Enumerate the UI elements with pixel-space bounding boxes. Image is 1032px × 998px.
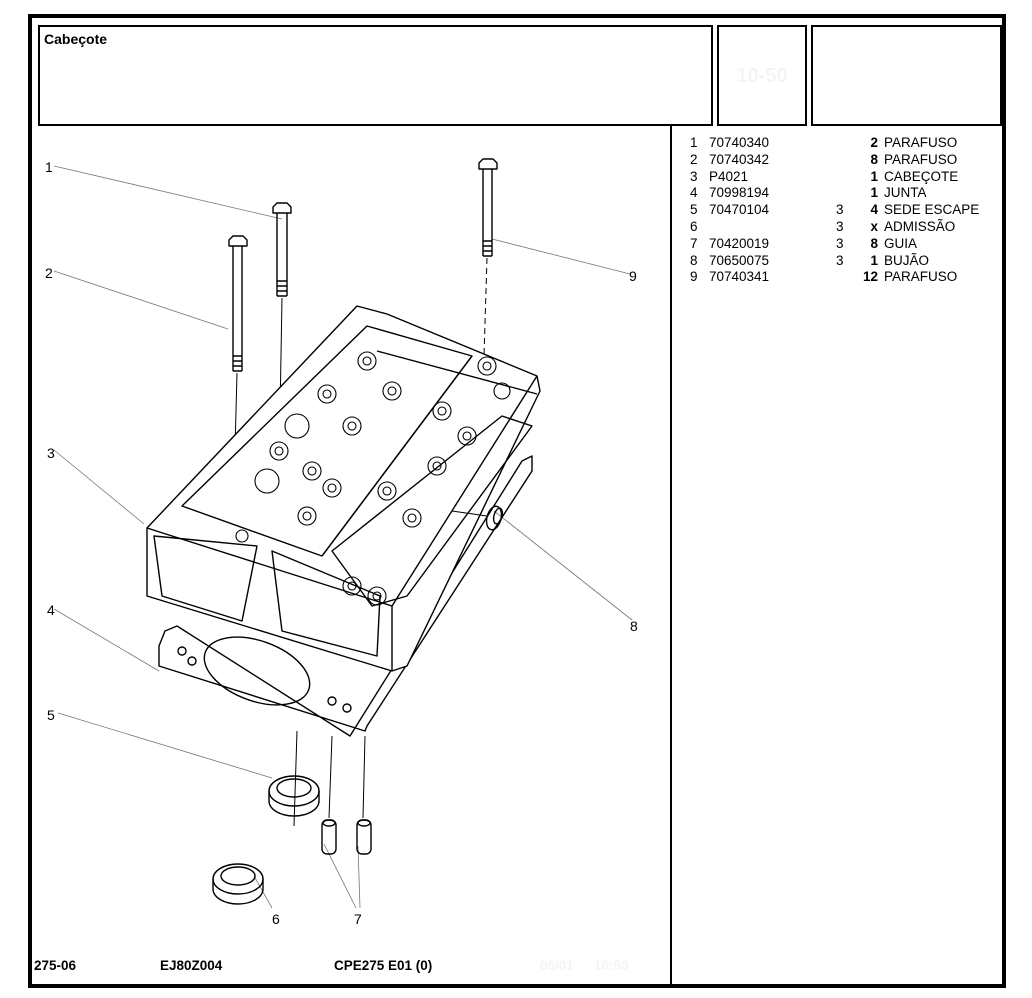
parts-row: 3 P4021 1 CABEÇOTE	[690, 168, 959, 184]
callout-2: 2	[45, 265, 53, 281]
parts-row: 5 70470104 3 4 SEDE ESCAPE	[690, 202, 980, 218]
parts-row: 1 70740340 2 PARAFUSO	[690, 135, 958, 150]
part-code: 70998194	[709, 185, 770, 201]
callout-5: 5	[47, 707, 55, 723]
parts-row: 8 70650075 3 1 BUJÃO	[690, 252, 930, 268]
leader-line-8	[493, 510, 633, 621]
cylinder-head-icon	[146, 305, 541, 672]
head-gasket-icon	[158, 455, 533, 737]
bolt-9-icon	[478, 158, 498, 357]
footer-time: 10:50	[594, 958, 629, 973]
callout-7: 7	[354, 911, 362, 927]
leader-line-7b	[357, 845, 361, 909]
valve-guide-7-icon	[321, 735, 372, 855]
cylinder-head-detail	[235, 351, 511, 606]
part-code: 70470104	[709, 202, 770, 218]
parts-row: 6 3 x ADMISSÃO	[690, 218, 956, 234]
leader-line-2	[53, 270, 229, 330]
page-frame: Cabeçote 10-50	[28, 14, 1006, 988]
leader-line-3	[53, 449, 145, 525]
footer-date: 05/01	[540, 958, 574, 973]
callout-4: 4	[47, 602, 55, 618]
footer-page-ref: 275-06	[34, 958, 77, 973]
leader-line-4	[53, 608, 160, 672]
footer-drawing-code: EJ80Z004	[160, 958, 223, 973]
part-code: 70420019	[709, 235, 770, 251]
part-code: 70650075	[709, 252, 770, 268]
callout-9: 9	[629, 268, 637, 284]
header-title-box: Cabeçote	[38, 25, 713, 126]
callout-3: 3	[47, 445, 55, 461]
parts-row: 2 70740342 8 PARAFUSO	[690, 151, 958, 167]
parts-row: 9 70740341 12 PARAFUSO	[690, 269, 958, 285]
header-middle-text: 10-50	[736, 65, 788, 87]
callout-1: 1	[45, 159, 53, 175]
exploded-diagram: 1 2 3 4 5 6 7 8 9	[45, 158, 638, 927]
leader-line-1	[53, 165, 283, 220]
footer-catalog: CPE275 E01 (0)	[334, 958, 433, 973]
column-divider	[670, 126, 672, 984]
leader-line-9	[491, 238, 631, 275]
leader-line-5	[57, 712, 273, 779]
parts-row: 4 70998194 1 JUNTA	[690, 185, 927, 201]
header-middle-box: 10-50	[717, 25, 807, 126]
plug-8-icon	[451, 505, 504, 531]
part-code: 70740340	[709, 135, 770, 150]
part-code: 70740342	[709, 151, 770, 167]
valve-seat-6-icon	[212, 863, 264, 905]
callout-6: 6	[272, 911, 280, 927]
page-title: Cabeçote	[44, 31, 108, 47]
header-right-box	[811, 25, 1002, 126]
part-code: P4021	[709, 168, 749, 184]
parts-list: 1 70740340 2 PARAFUSO 2 70740342 8 PARAF…	[682, 135, 992, 286]
valve-seat-5-icon	[268, 730, 320, 827]
callout-8: 8	[630, 618, 638, 634]
parts-row: 7 70420019 3 8 GUIA	[690, 235, 918, 251]
part-code: 70740341	[709, 269, 770, 285]
